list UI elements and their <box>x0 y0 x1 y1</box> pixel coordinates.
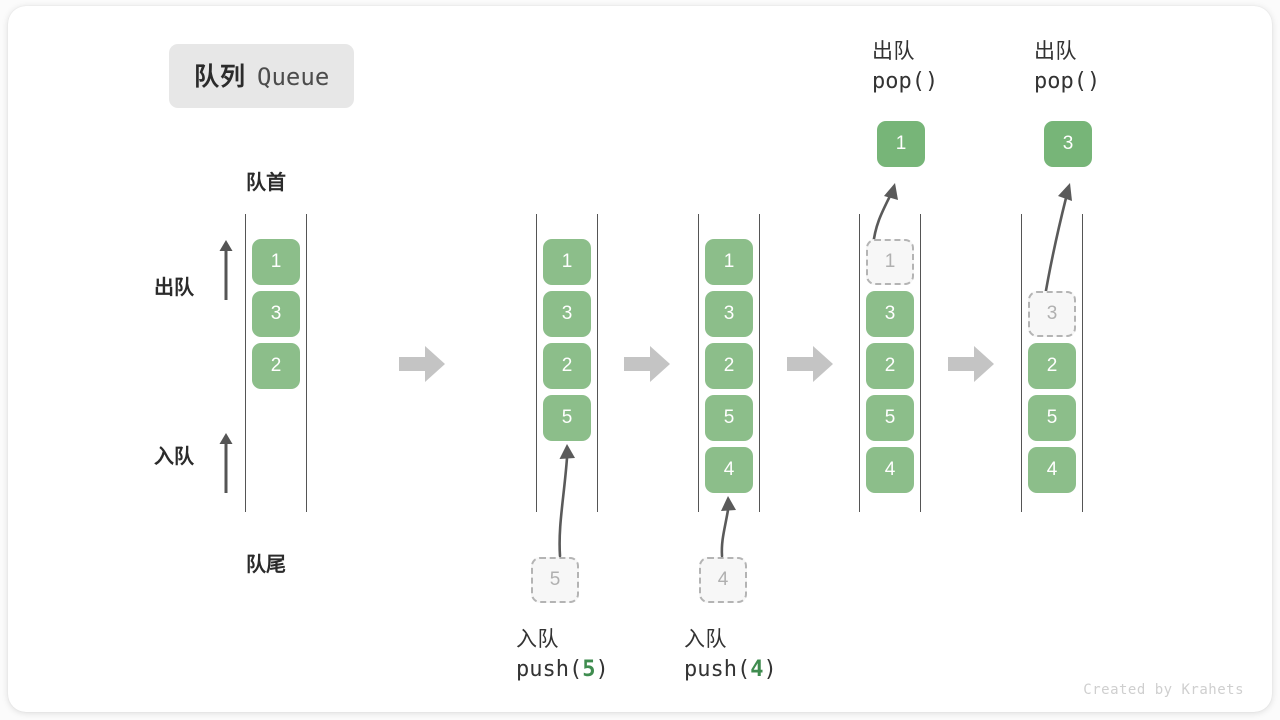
queue-item: 4 <box>866 447 914 493</box>
dequeue-direction-arrow <box>217 238 235 302</box>
diagram-canvas: 队列 Queue 队首 队尾 出队 入队 1 3 2 1 3 2 5 5 <box>8 6 1272 712</box>
rail-right <box>759 214 760 512</box>
queue-item: 1 <box>543 239 591 285</box>
credit-text: Created by Krahets <box>1083 682 1244 698</box>
caption-cn: 出队 <box>872 40 915 63</box>
caption-push-4: 入队 push(4) <box>684 626 777 685</box>
step-arrow-icon <box>948 344 994 384</box>
queue-column-push-4: 1 3 2 5 4 <box>698 214 760 512</box>
label-front: 队首 <box>246 172 286 194</box>
queue-item: 3 <box>705 291 753 337</box>
caption-code: pop() <box>1034 68 1101 94</box>
rail-left <box>1021 214 1022 512</box>
queue-column-push-5: 1 3 2 5 <box>536 214 598 512</box>
queue-item: 2 <box>252 343 300 389</box>
rail-right <box>920 214 921 512</box>
rail-left <box>859 214 860 512</box>
popped-item: 1 <box>877 121 925 167</box>
queue-item: 2 <box>543 343 591 389</box>
incoming-item-ghost: 5 <box>531 557 579 603</box>
queue-item: 5 <box>543 395 591 441</box>
label-rear: 队尾 <box>246 554 286 576</box>
title-badge: 队列 Queue <box>169 44 355 108</box>
outgoing-item-ghost: 3 <box>1028 291 1076 337</box>
queue-item: 2 <box>866 343 914 389</box>
queue-item: 1 <box>705 239 753 285</box>
rail-right <box>1082 214 1083 512</box>
caption-cn: 入队 <box>516 628 559 651</box>
caption-cn: 入队 <box>684 628 727 651</box>
label-dequeue: 出队 <box>154 277 194 299</box>
queue-item: 2 <box>1028 343 1076 389</box>
step-arrow-icon <box>399 344 445 384</box>
queue-column-initial: 1 3 2 <box>245 214 307 512</box>
caption-code: push(5) <box>516 656 609 682</box>
caption-pop-3: 出队 pop() <box>1034 38 1100 97</box>
rail-right <box>306 214 307 512</box>
queue-item: 4 <box>705 447 753 493</box>
queue-item: 5 <box>1028 395 1076 441</box>
popped-item: 3 <box>1044 121 1092 167</box>
caption-push-5: 入队 push(5) <box>516 626 609 685</box>
rail-left <box>698 214 699 512</box>
outgoing-item-ghost: 1 <box>866 239 914 285</box>
queue-item: 2 <box>705 343 753 389</box>
caption-code: pop() <box>872 68 939 94</box>
enqueue-direction-arrow <box>217 431 235 495</box>
incoming-item-ghost: 4 <box>699 557 747 603</box>
rail-left <box>536 214 537 512</box>
step-arrow-icon <box>624 344 670 384</box>
queue-item: 3 <box>252 291 300 337</box>
label-enqueue: 入队 <box>154 446 194 468</box>
queue-item: 5 <box>866 395 914 441</box>
queue-item: 1 <box>252 239 300 285</box>
rail-right <box>597 214 598 512</box>
queue-item: 4 <box>1028 447 1076 493</box>
caption-cn: 出队 <box>1034 40 1077 63</box>
caption-code: push(4) <box>684 656 777 682</box>
queue-column-pop-1: 1 3 2 5 4 <box>859 214 921 512</box>
queue-item: 3 <box>866 291 914 337</box>
rail-left <box>245 214 246 512</box>
queue-item: 3 <box>543 291 591 337</box>
caption-pop-1: 出队 pop() <box>872 38 938 97</box>
step-arrow-icon <box>787 344 833 384</box>
queue-column-pop-3: 3 2 5 4 <box>1021 214 1083 512</box>
queue-item: 5 <box>705 395 753 441</box>
title-en: Queue <box>257 63 330 91</box>
title-cn: 队列 <box>194 63 247 91</box>
